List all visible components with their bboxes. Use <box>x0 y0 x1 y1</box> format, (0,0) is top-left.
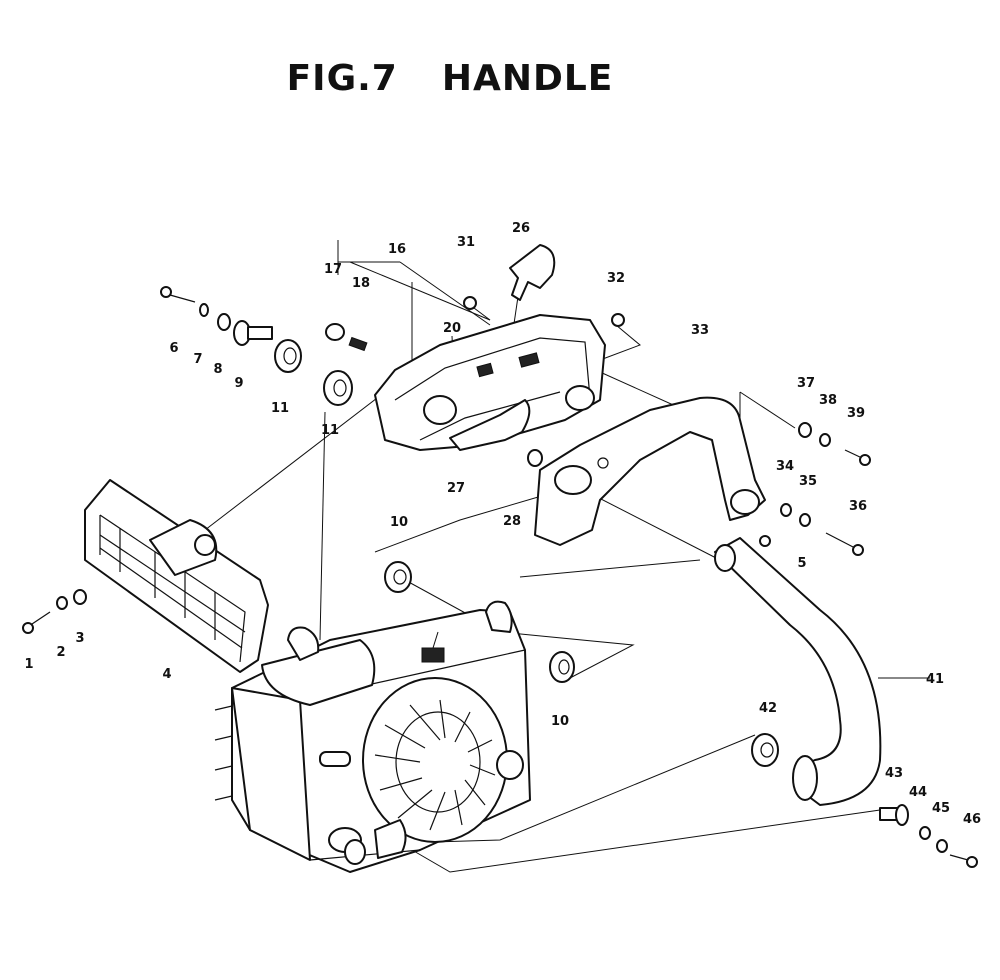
small-parts <box>22 286 978 868</box>
label-part-5: 5 <box>797 556 806 571</box>
label-part-11-right: 11 <box>321 423 339 438</box>
label-part-34: 34 <box>776 459 794 474</box>
label-part-7: 7 <box>193 352 202 367</box>
label-part-45: 45 <box>932 801 950 816</box>
label-part-28: 28 <box>503 514 521 529</box>
figure-number: FIG.7 <box>286 58 398 99</box>
label-part-1: 1 <box>24 657 33 672</box>
label-part-33: 33 <box>691 323 709 338</box>
label-part-4: 4 <box>162 667 171 682</box>
label-part-39: 39 <box>847 406 865 421</box>
label-part-6: 6 <box>169 341 178 356</box>
page-title: FIG.7 HANDLE <box>0 58 900 99</box>
label-part-17: 17 <box>324 262 342 277</box>
label-part-3: 3 <box>75 631 84 646</box>
front-handle-bar-41 <box>714 537 882 806</box>
label-part-35: 35 <box>799 474 817 489</box>
engine-housing <box>214 600 531 873</box>
throttle-lockout <box>509 244 556 301</box>
part-labels: 1 2 3 4 5 6 7 8 9 10 10 11 11 16 17 18 2… <box>24 221 981 827</box>
label-part-10-lower: 10 <box>551 714 569 729</box>
throttle-trigger <box>449 399 531 451</box>
label-part-27: 27 <box>447 481 465 496</box>
label-part-20: 20 <box>443 321 461 336</box>
label-part-38: 38 <box>819 393 837 408</box>
label-part-37: 37 <box>797 376 815 391</box>
label-part-36: 36 <box>849 499 867 514</box>
label-part-8: 8 <box>213 362 222 377</box>
label-part-2: 2 <box>56 645 65 660</box>
label-part-44: 44 <box>909 785 927 800</box>
label-part-43: 43 <box>885 766 903 781</box>
label-part-26: 26 <box>512 221 530 236</box>
label-part-16: 16 <box>388 242 406 257</box>
label-part-18: 18 <box>352 276 370 291</box>
figure-name: HANDLE <box>441 58 614 99</box>
label-part-31: 31 <box>457 235 475 250</box>
label-part-32: 32 <box>607 271 625 286</box>
label-part-42: 42 <box>759 701 777 716</box>
air-filter-cover <box>84 479 269 673</box>
top-handle-33 <box>534 396 766 546</box>
label-part-10-upper: 10 <box>390 515 408 530</box>
rear-handle-cover <box>374 314 606 451</box>
label-part-9: 9 <box>234 376 243 391</box>
label-part-46: 46 <box>963 812 981 827</box>
label-part-11-left: 11 <box>271 401 289 416</box>
label-part-41: 41 <box>926 672 944 687</box>
